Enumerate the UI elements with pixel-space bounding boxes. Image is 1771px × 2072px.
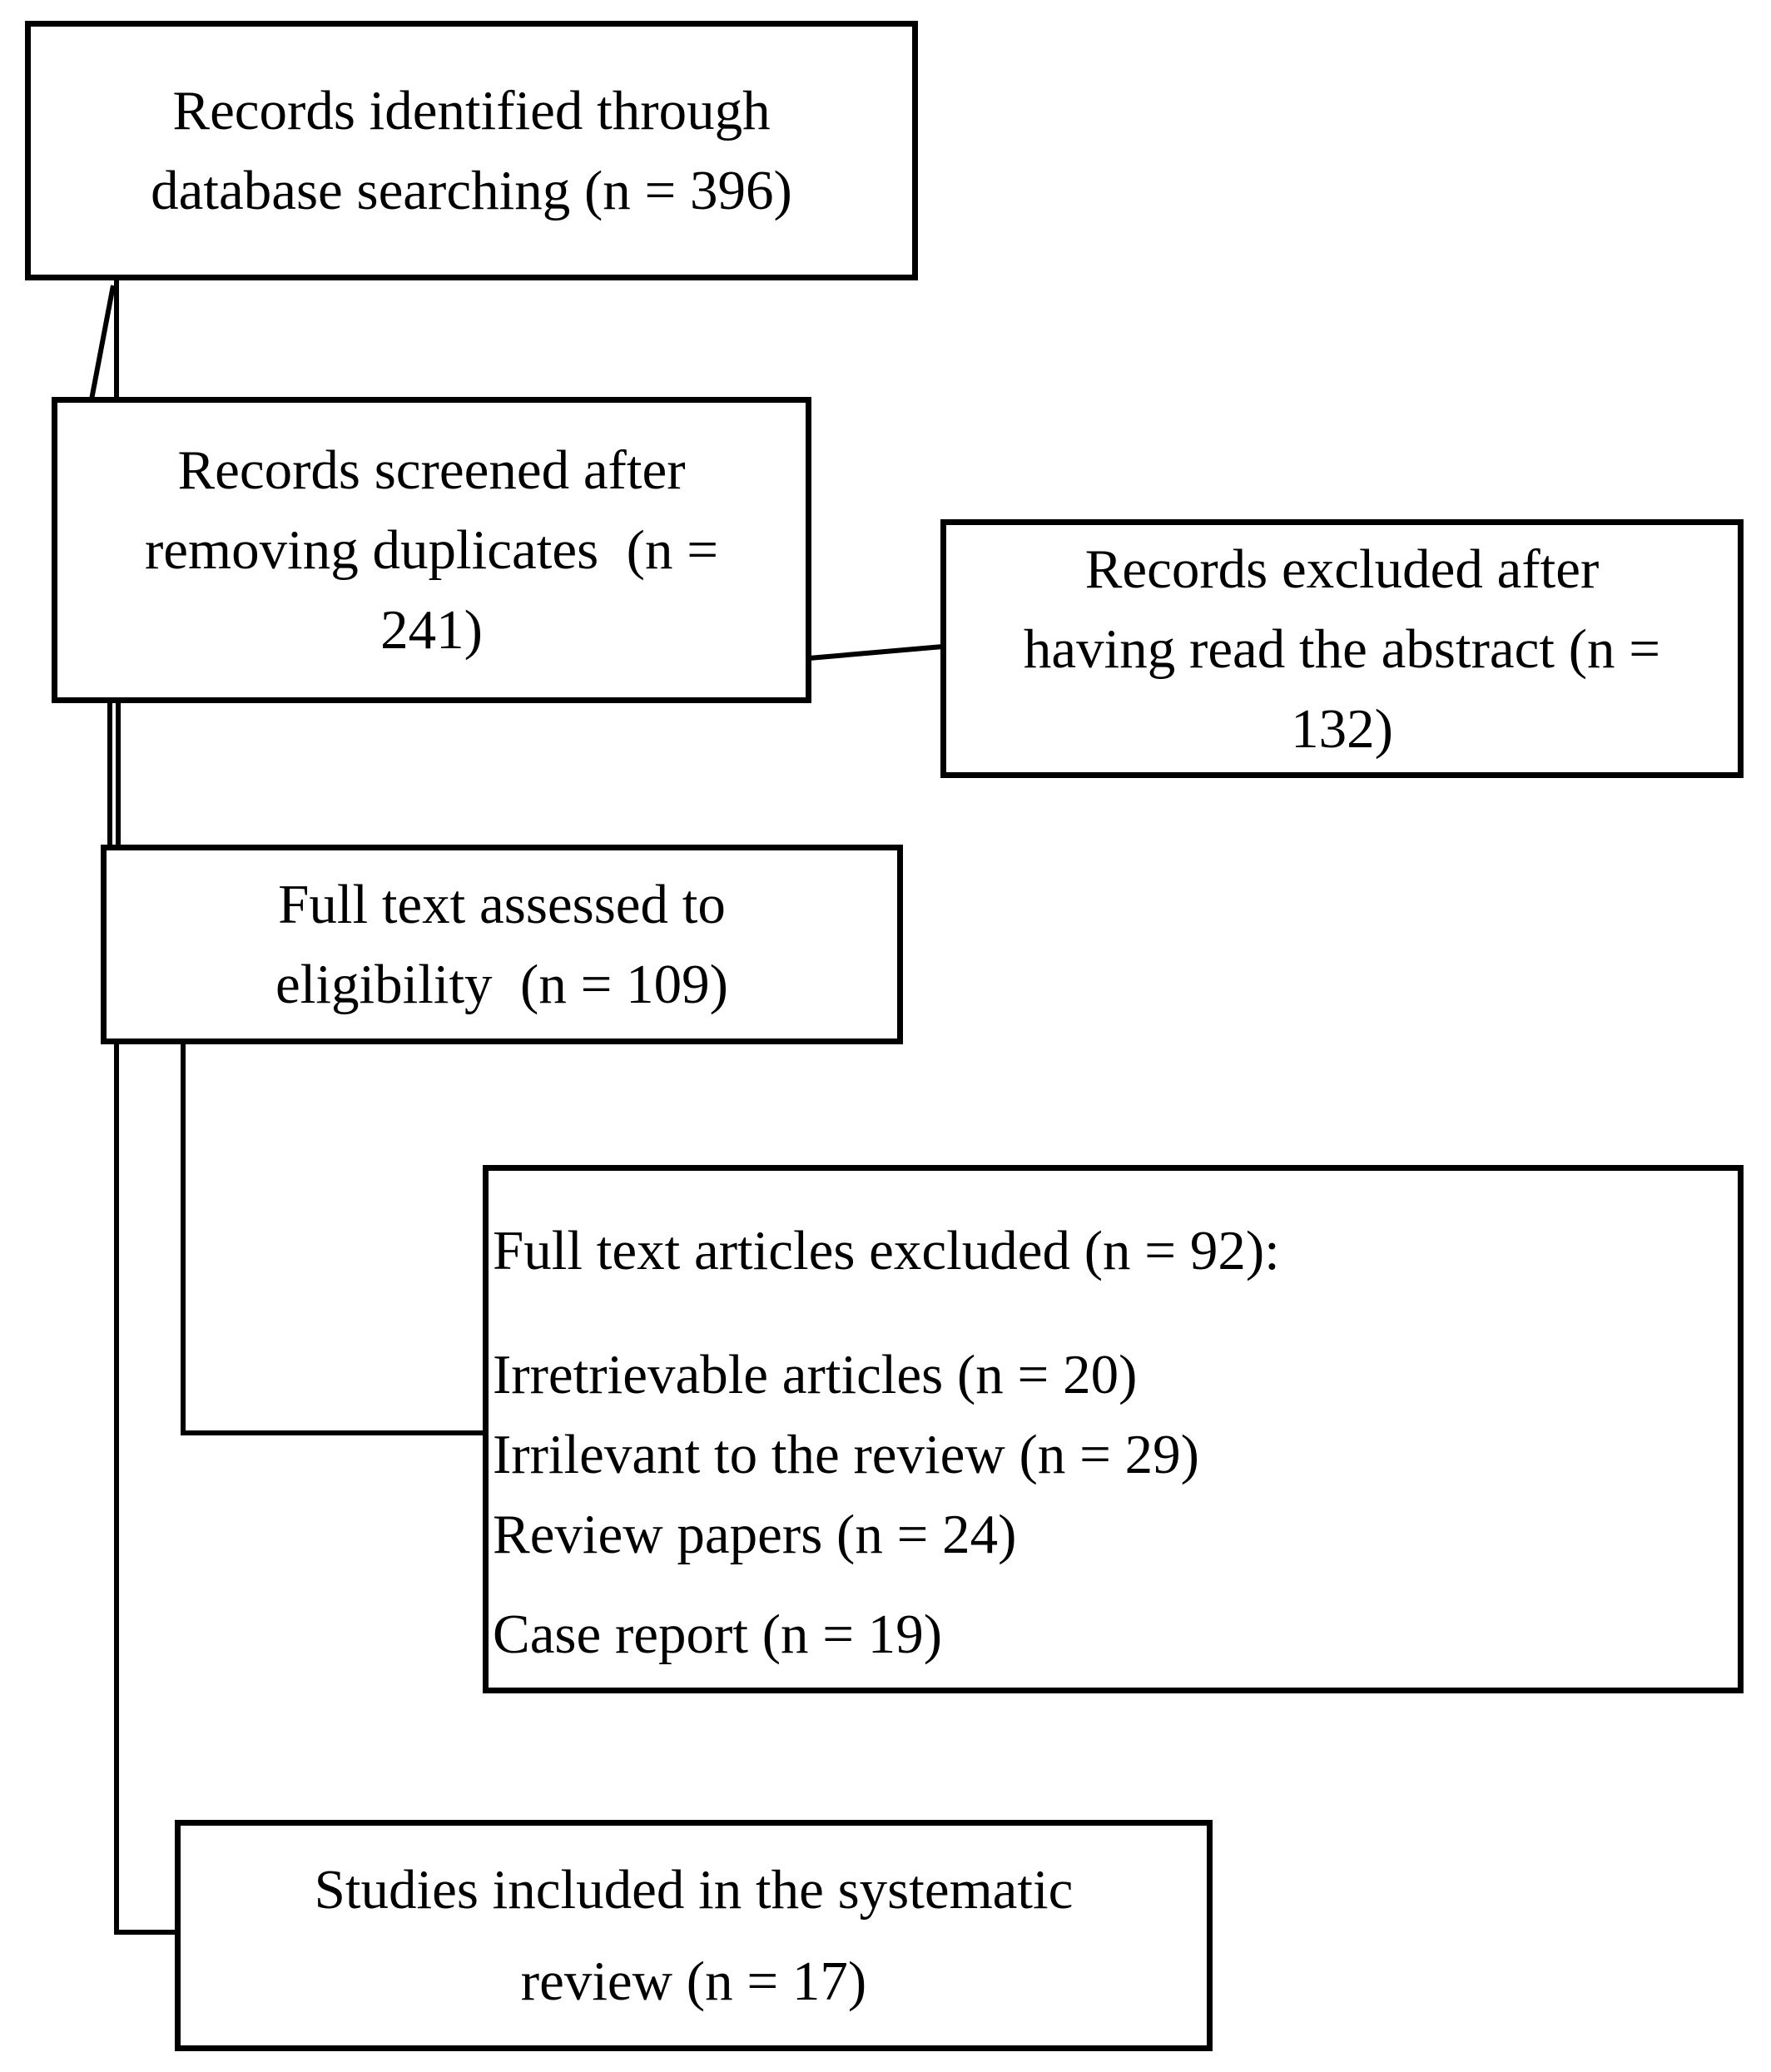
- box-fulltext-assessed-line-2: eligibility (n = 109): [275, 954, 728, 1015]
- box-records-screened-line-3: 241): [380, 599, 483, 661]
- box-fulltext-excluded-reason-irretrievable: Irretrievable articles (n = 20): [493, 1344, 1138, 1405]
- box-records-excluded-abstract-line-3: 132): [1291, 697, 1393, 760]
- box-studies-included: Studies included in the systematic revie…: [175, 1820, 1213, 2051]
- box-records-screened: Records screened after removing duplicat…: [52, 397, 811, 703]
- box-records-excluded-abstract-line-2: having read the abstract (n =: [1023, 617, 1661, 680]
- box-records-identified-line-2: database searching (n = 396): [151, 160, 792, 221]
- connector-identified-to-screened-slanted: [89, 285, 116, 400]
- connector-screened-to-excluded-abstract: [808, 644, 944, 661]
- box-records-screened-line-2: removing duplicates (n =: [144, 519, 718, 581]
- box-fulltext-assessed: Full text assessed to eligibility (n = 1…: [101, 845, 903, 1044]
- box-fulltext-excluded-reason-review-papers: Review papers (n = 24): [493, 1504, 1017, 1565]
- box-fulltext-assessed-line-1: Full text assessed to: [278, 874, 726, 935]
- box-fulltext-excluded: Full text articles excluded (n = 92): Ir…: [483, 1165, 1744, 1693]
- box-fulltext-excluded-reason-irrelevant: Irrilevant to the review (n = 29): [493, 1424, 1199, 1485]
- box-records-identified: Records identified through database sear…: [25, 21, 918, 280]
- box-fulltext-excluded-reason-case-report: Case report (n = 19): [493, 1604, 943, 1665]
- connector-fulltext-to-excluded-elbow: [181, 1042, 485, 1435]
- box-studies-included-line-2: review (n = 17): [520, 1951, 867, 2012]
- box-records-identified-line-1: Records identified through: [172, 80, 771, 141]
- box-studies-included-line-1: Studies included in the systematic: [314, 1859, 1074, 1921]
- box-records-excluded-abstract-line-1: Records excluded after: [1084, 538, 1600, 600]
- box-records-excluded-abstract: Records excluded after having read the a…: [940, 519, 1744, 778]
- box-records-screened-line-1: Records screened after: [177, 439, 686, 501]
- box-fulltext-excluded-header: Full text articles excluded (n = 92):: [493, 1220, 1280, 1281]
- connector-fulltext-to-included-elbow: [114, 1042, 177, 1935]
